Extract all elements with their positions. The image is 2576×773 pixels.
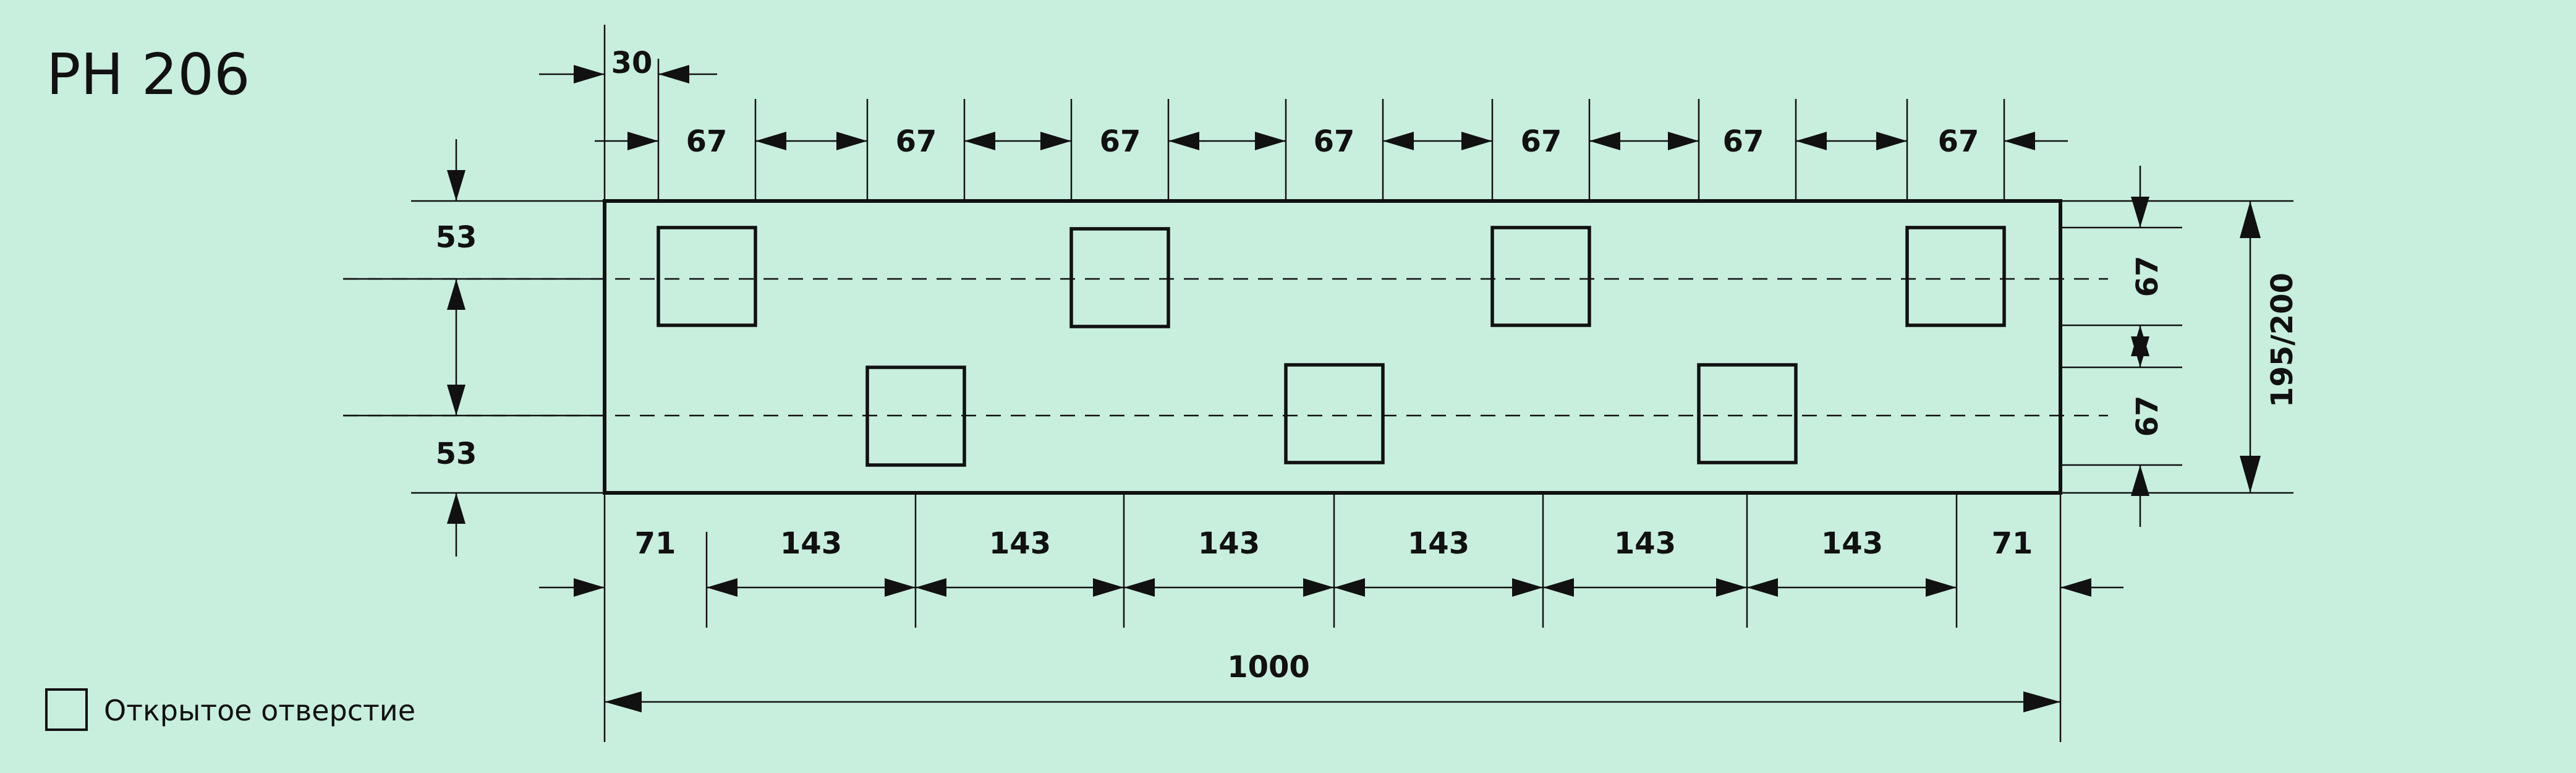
dim-top-pitch-7: 67: [1938, 124, 1979, 159]
dim-bottom-7: 143: [1821, 526, 1883, 561]
left-dimension-chain: [343, 139, 605, 557]
dim-total-length: 1000: [1227, 650, 1310, 685]
dim-bottom-6: 143: [1614, 526, 1676, 561]
dim-top-pitch-1: 67: [686, 124, 728, 159]
dim-bottom-5: 143: [1408, 526, 1469, 561]
legend-label: Открытое отверстие: [104, 694, 415, 727]
dim-bottom-3: 143: [989, 526, 1051, 561]
dim-left-upper: 53: [436, 220, 477, 255]
top-dimension-chain: [539, 25, 2068, 201]
hole-lower-2: [1284, 363, 1385, 464]
dim-bottom-4: 143: [1198, 526, 1260, 561]
right-dimension-chain: [2060, 166, 2293, 527]
dim-bottom-8: 71: [1992, 526, 2033, 561]
dim-right-lower: 67: [2130, 396, 2165, 437]
dim-top-pitch-4: 67: [1314, 124, 1355, 159]
plate-outline: [603, 199, 2062, 495]
bottom-dimension-chain: [539, 493, 2123, 742]
hole-upper-2: [1069, 227, 1170, 328]
dim-bottom-2: 143: [780, 526, 842, 561]
dim-top-offset: 30: [611, 46, 653, 80]
dim-top-pitch-6: 67: [1723, 124, 1764, 159]
hole-upper-3: [1490, 226, 1591, 327]
dim-top-pitch-3: 67: [1100, 124, 1141, 159]
hole-lower-3: [1697, 363, 1798, 464]
dim-overall-height: 195/200: [2265, 273, 2300, 408]
dim-top-pitch-5: 67: [1521, 124, 1562, 159]
page-title: PH 206: [46, 41, 250, 108]
hole-lower-1: [865, 365, 966, 467]
dim-bottom-1: 71: [635, 526, 676, 561]
hole-upper-1: [657, 226, 757, 327]
dim-top-pitch-2: 67: [896, 124, 937, 159]
legend-open-hole-icon: [45, 688, 88, 731]
dim-left-lower: 53: [436, 437, 477, 471]
hole-upper-4: [1905, 226, 2006, 327]
dim-right-upper: 67: [2130, 256, 2165, 297]
